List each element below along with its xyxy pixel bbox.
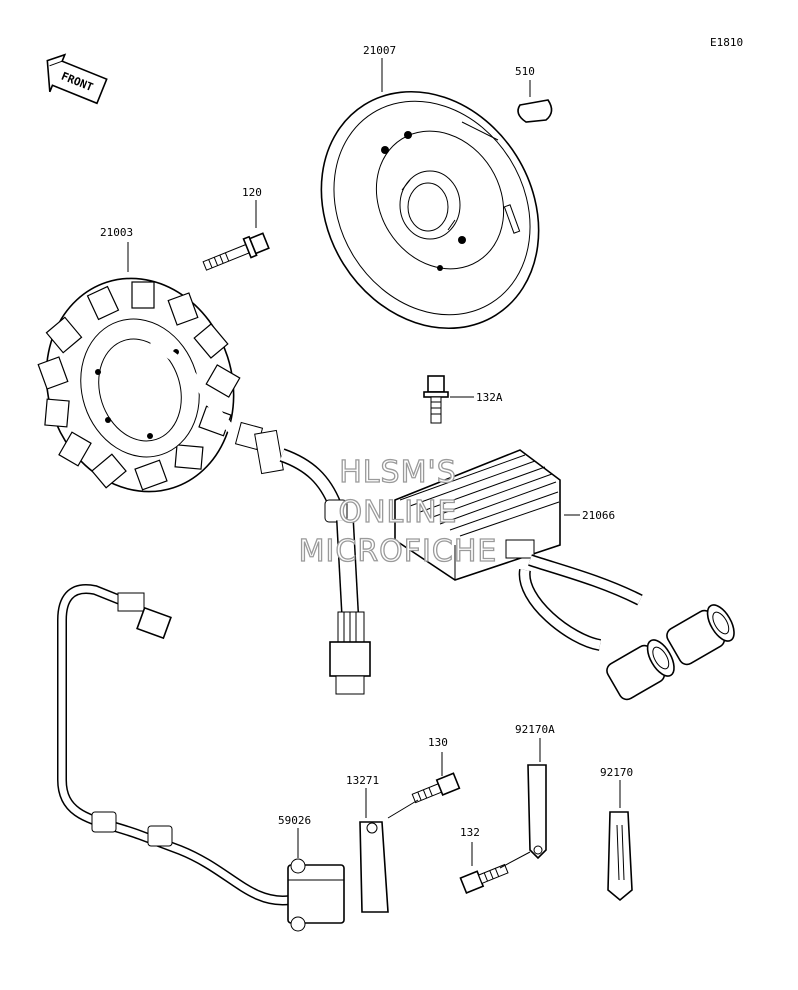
label-21066: 21066 <box>582 509 615 522</box>
watermark: HLSM'S ONLINE MICROFICHE <box>298 454 498 569</box>
stator-harness <box>148 340 371 695</box>
label-510: 510 <box>515 65 535 78</box>
clamp-92170A <box>527 764 547 860</box>
bolt-132A <box>423 375 449 424</box>
label-132: 132 <box>460 826 480 839</box>
plate-13271 <box>359 821 389 913</box>
label-21007: 21007 <box>363 44 396 57</box>
label-120: 120 <box>242 186 262 199</box>
label-130: 130 <box>428 736 448 749</box>
label-21003: 21003 <box>100 226 133 239</box>
label-59026: 59026 <box>278 814 311 827</box>
diagram-code: E1810 <box>710 36 743 49</box>
key-510 <box>517 99 553 123</box>
label-92170A: 92170A <box>515 723 555 736</box>
bolt-130 <box>411 772 461 804</box>
pickup-coil-59026 <box>287 858 345 932</box>
label-132A: 132A <box>476 391 503 404</box>
regulator-harness <box>505 539 735 701</box>
bolt-120 <box>202 232 270 271</box>
clamp-92170 <box>607 811 633 902</box>
label-92170: 92170 <box>600 766 633 779</box>
stator-21003 <box>37 277 241 493</box>
watermark-line-2: ONLINE <box>338 495 457 530</box>
pickup-harness <box>57 584 291 906</box>
watermark-line-1: HLSM'S <box>339 455 457 490</box>
bolt-132 <box>459 863 509 894</box>
flywheel-21007 <box>320 90 540 330</box>
front-arrow-icon: FRONT <box>46 53 108 105</box>
watermark-line-3: MICROFICHE <box>299 534 498 569</box>
label-13271: 13271 <box>346 774 379 787</box>
